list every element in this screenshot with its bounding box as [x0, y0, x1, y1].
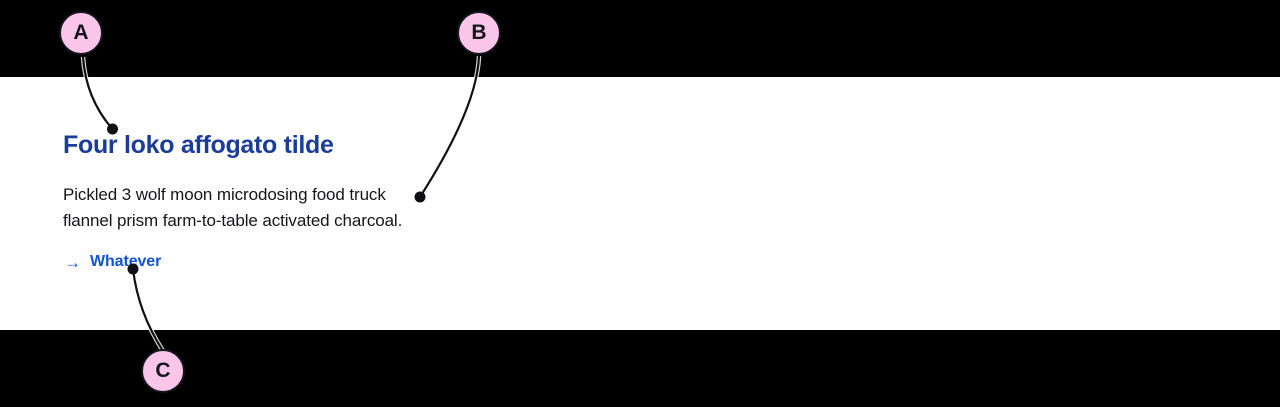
connector-dot-b	[414, 191, 426, 203]
annotation-marker-a: A	[59, 11, 103, 55]
body-line-1: Pickled 3 wolf moon microdosing food tru…	[63, 185, 386, 204]
top-black-bar	[0, 0, 1280, 77]
connector-line-b-casing	[418, 55, 482, 199]
body-line-2: flannel prism farm-to-table activated ch…	[63, 211, 403, 230]
annotation-marker-c: C	[141, 349, 185, 393]
arrow-right-icon: →	[64, 252, 81, 272]
bottom-black-bar	[0, 330, 1280, 407]
page-title: Four loko affogato tilde	[63, 131, 334, 159]
annotation-marker-b-label: B	[471, 21, 487, 44]
annotation-marker-b: B	[457, 11, 501, 55]
whatever-link-label: Whatever	[90, 253, 162, 270]
body-paragraph: Pickled 3 wolf moon microdosing food tru…	[63, 182, 402, 234]
annotation-marker-c-label: C	[155, 359, 171, 382]
connector-line-b	[419, 55, 481, 198]
whatever-link[interactable]: → Whatever	[64, 253, 161, 271]
annotation-marker-a-label: A	[73, 21, 89, 44]
